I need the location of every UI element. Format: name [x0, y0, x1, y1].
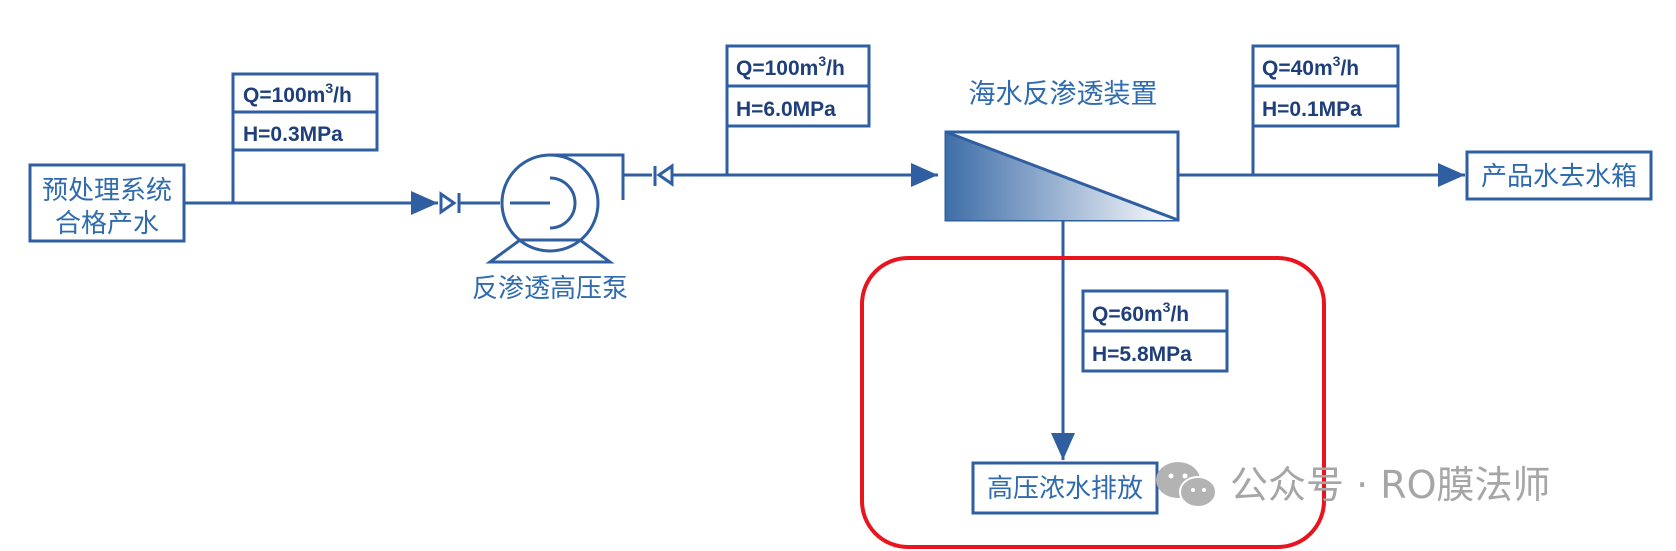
watermark-text: 公众号 · RO膜法师: [1230, 463, 1551, 507]
source-label-line1: 预处理系统: [42, 176, 172, 206]
high-pressure-pump-icon: [485, 153, 625, 264]
concentrate-flow-rate: Q=60m3/h: [1092, 299, 1189, 326]
pump-label: 反渗透高压泵: [472, 274, 628, 304]
pump-outlet-valve-icon: [653, 163, 674, 187]
source-box: 预处理系统 合格产水: [28, 163, 186, 243]
wechat-icon: [1156, 462, 1217, 508]
pump-flow-rate: Q=100m3/h: [736, 53, 845, 80]
source-spec-box: Q=100m3/h H=0.3MPa: [231, 72, 379, 152]
source-label-line2: 合格产水: [55, 209, 159, 239]
concentrate-highlight-frame: [860, 256, 1326, 549]
concentrate-spec-box: Q=60m3/h H=5.8MPa: [1081, 289, 1229, 373]
ro-membrane-unit: [944, 130, 1180, 222]
product-label: 产品水去水箱: [1481, 162, 1637, 192]
pump-inlet-valve-icon: [439, 191, 461, 215]
pump-spec-box: Q=100m3/h H=6.0MPa: [725, 44, 871, 128]
concentrate-label: 高压浓水排放: [987, 474, 1143, 504]
pump-pressure: H=6.0MPa: [736, 98, 836, 121]
concentrate-pressure: H=5.8MPa: [1092, 343, 1192, 366]
ro-unit-label: 海水反渗透装置: [969, 79, 1158, 110]
source-flow-rate: Q=100m3/h: [243, 80, 352, 107]
product-pressure: H=0.1MPa: [1262, 98, 1362, 121]
product-spec-box: Q=40m3/h H=0.1MPa: [1251, 44, 1400, 128]
source-pressure: H=0.3MPa: [243, 123, 343, 146]
product-box: 产品水去水箱: [1465, 150, 1653, 201]
concentrate-box: 高压浓水排放: [971, 461, 1159, 515]
product-flow-rate: Q=40m3/h: [1262, 53, 1359, 80]
